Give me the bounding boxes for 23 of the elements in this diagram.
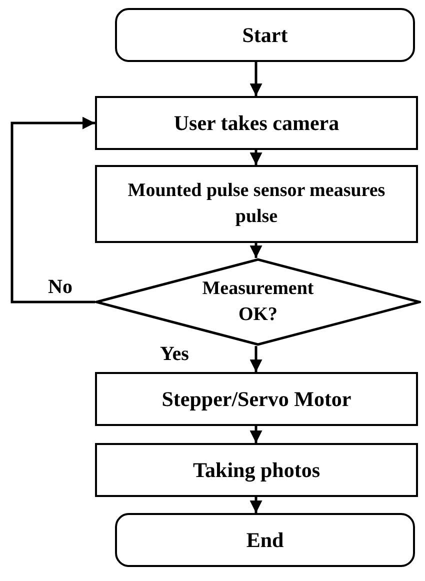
- arrow: [250, 62, 262, 96]
- node-text: Stepper/Servo Motor: [162, 386, 352, 413]
- process-box: [95, 165, 418, 243]
- node-text: End: [246, 526, 284, 554]
- edge-label: No: [48, 276, 72, 299]
- node-text: Measurement OK?: [201, 277, 315, 327]
- arrow: [250, 150, 262, 165]
- node-text: Start: [242, 22, 288, 49]
- process-box: [95, 443, 418, 497]
- node-text: Taking photos: [192, 456, 320, 484]
- decision-diamond: [95, 258, 421, 346]
- node-text: Mounted pulse sensor measures pulse: [126, 179, 386, 229]
- edge-label: Yes: [160, 343, 189, 366]
- arrow: [250, 426, 262, 443]
- arrow: [250, 243, 262, 258]
- terminal-box: [115, 8, 415, 62]
- arrow: [10, 116, 95, 304]
- terminal-box: [115, 513, 415, 567]
- process-box: [95, 96, 418, 150]
- arrow: [250, 497, 262, 513]
- process-box: [95, 372, 418, 426]
- arrow: [250, 346, 262, 372]
- node-text: User takes camera: [174, 110, 340, 137]
